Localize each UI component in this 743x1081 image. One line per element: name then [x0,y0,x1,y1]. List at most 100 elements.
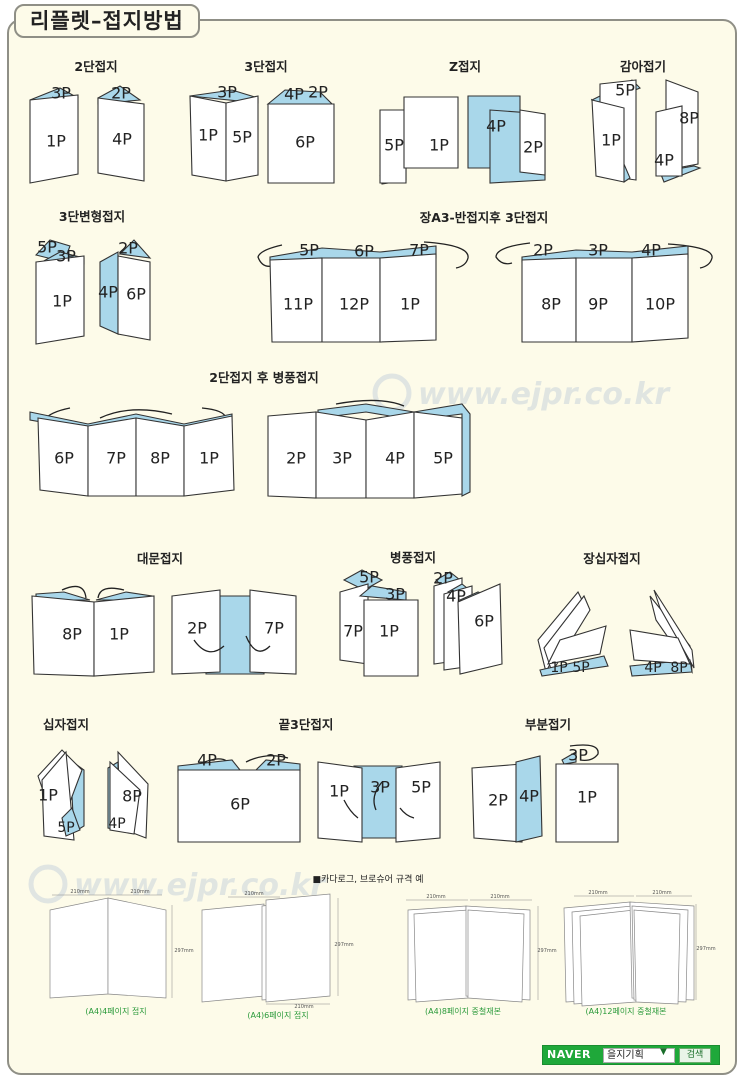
dim-label: 297mm [537,948,556,954]
paper-panel [49,897,109,999]
paper-panel [633,909,681,1005]
page-label: 3P [568,746,588,765]
paper-panel [117,255,151,341]
page-label: 5P [411,778,431,797]
page-label: 5P [572,660,589,676]
page-label: 3P [370,778,390,797]
page-label: 6P [230,795,250,814]
page-label: 5P [433,449,453,468]
search-button[interactable]: 검색 [679,1048,711,1063]
page-title: 리플렛–접지방법 [14,4,200,38]
page-label: 3P [51,84,71,103]
paper-panel [379,109,407,184]
page-label: 7P [343,622,363,641]
naver-logo: NAVER [547,1048,591,1061]
page-label: 8P [541,295,561,314]
section-title-2fold: 2단접지 [74,59,117,74]
paper-panel [29,94,79,184]
page-label: 11P [283,295,313,314]
paper-panel [61,807,81,837]
page-label: 1P [46,132,66,151]
page-label: 6P [295,133,315,152]
page-label: 6P [126,285,146,304]
paper-panel [555,763,619,843]
page-label: 3P [385,585,405,604]
page-label: 6P [474,612,494,631]
fold-arc [373,781,383,811]
dim-label: 210mm [588,890,607,896]
section-title-gate-fold: 대문접지 [137,551,183,566]
paper-panel [107,897,167,999]
fold-arc [399,807,415,819]
dim-label: 297mm [334,942,353,948]
dim-label: 210mm [652,890,671,896]
page-label: 3P [56,247,76,266]
section-title-partial-fold: 부분접기 [525,717,571,732]
page-label: 4P [446,587,466,606]
dropdown-arrow-icon[interactable]: ▼ [660,1047,667,1057]
page-label: 2P [433,569,453,588]
paper-panel [35,255,85,345]
page-label: 2P [308,83,328,102]
fold-arc [423,241,469,269]
fold-arc [257,244,283,267]
fold-arc [495,242,531,265]
page-label: 4P [654,151,674,170]
section-title-end-3fold: 끝3단접지 [279,717,334,732]
paper-panel [363,599,419,677]
page-label: 2P [111,84,131,103]
paper-panel [561,751,577,765]
paper-panel [201,903,265,1003]
page-label: 8P [62,625,82,644]
search-input[interactable]: 을지기획 [603,1048,675,1063]
caption: (A4)12페이지 중철재본 [585,1006,666,1016]
paper-panel [93,595,155,677]
page-label: 12P [339,295,369,314]
section-title-accordion-fold: 병풍접지 [390,550,436,565]
page-label: 5P [232,128,252,147]
page-label: 1P [577,788,597,807]
page-label: 6P [354,242,374,261]
catalog-example-12page: 210mm 210mm 297mm [563,890,716,1007]
paper-panel [265,893,331,1003]
section-title-3fold: 3단접지 [244,59,287,74]
page-label: 1P [38,786,58,805]
page-label: 1P [329,782,349,801]
paper-panel [379,253,437,343]
paper-panel [413,411,463,499]
fold-arc [245,635,271,652]
paper-panel [547,625,607,665]
page-label: 2P [533,241,553,260]
page-label: 5P [57,820,74,836]
paper-panel [183,415,235,497]
dim-label: 297mm [174,948,193,954]
watermark-logo-icon [28,864,68,904]
paper-panel [655,105,683,177]
caption: (A4)6페이지 접지 [247,1010,308,1020]
paper-panel [515,755,543,843]
page-label: 5P [37,238,57,257]
page-label: 4P [486,117,506,136]
caption: (A4)4페이지 접지 [85,1006,146,1016]
paper-panel [109,760,141,835]
page-label: 8P [670,660,687,676]
page-label: 2P [488,791,508,810]
page-label: 1P [601,131,621,150]
dim-label: 210mm [244,891,263,897]
page-label: 1P [400,295,420,314]
section-title-long-cross-fold: 장십자접지 [583,551,641,566]
paper-panel [177,769,301,843]
watermark-logo-icon [372,373,412,413]
dim-label: 210mm [70,889,89,895]
catalog-example-4page: 210mm 210mm 297mm [49,889,194,999]
watermark-text: www.ejpr.co.kr [74,868,327,903]
paper-panel [519,109,546,176]
page-label: 2P [187,619,207,638]
page-label: 3P [588,241,608,260]
paper-panel [539,655,609,677]
page-label: 2P [118,239,138,258]
page-label: 4P [519,787,539,806]
page-label: 4P [98,283,118,302]
page-label: 2P [523,138,543,157]
